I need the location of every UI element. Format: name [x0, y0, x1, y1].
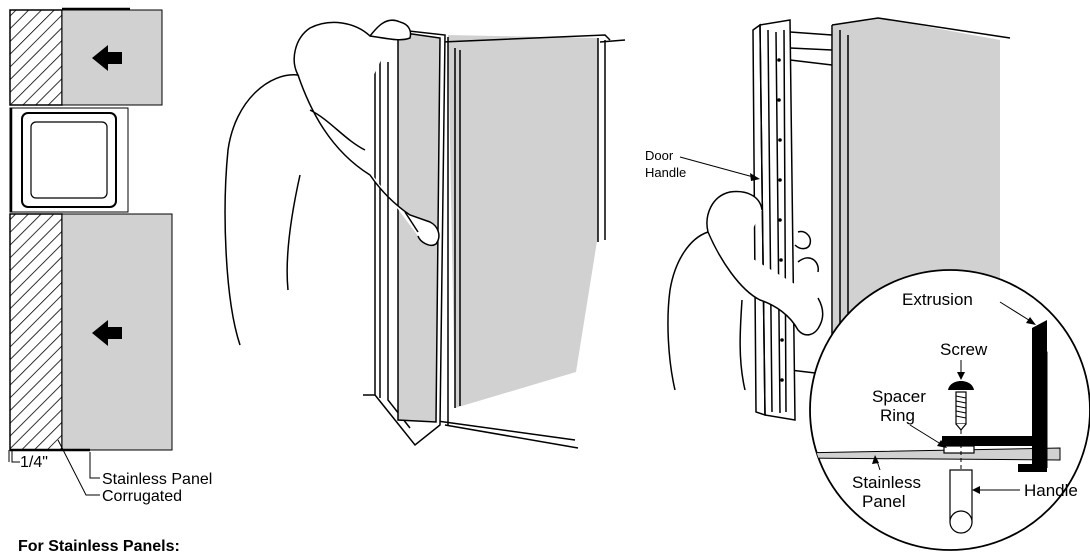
label-screw: Screw: [940, 340, 988, 359]
label-stainless: Stainless: [852, 473, 921, 492]
label-door: Door: [645, 148, 674, 163]
caption-heading: For Stainless Panels:: [18, 538, 180, 555]
person-silhouette: [224, 19, 440, 346]
label-extrusion: Extrusion: [902, 290, 973, 309]
detail-magnifier: [809, 269, 1090, 551]
label-ring: Ring: [880, 406, 915, 425]
screw-icon: [948, 381, 974, 431]
door-removal-illustration: [224, 19, 626, 449]
label-handle-detail: Handle: [1024, 481, 1078, 500]
corrugated-hatch-bottom: [9, 213, 63, 451]
arrow-left-icon: [92, 320, 122, 346]
panel-cross-section: 1/4" Stainless Panel Corrugated: [8, 7, 212, 505]
label-quarter-inch: 1/4": [20, 454, 48, 471]
extrusion-flange: [942, 436, 1034, 446]
handle-rod: [949, 469, 973, 534]
label-corrugated: Corrugated: [102, 488, 182, 505]
label-panel: Panel: [862, 492, 905, 511]
cabinet-panel: [448, 35, 598, 408]
label-spacer: Spacer: [872, 387, 926, 406]
corrugated-hatch-top: [9, 9, 63, 106]
arrow-left-icon: [92, 45, 122, 71]
extrusion-bracket: [1018, 320, 1047, 472]
label-handle: Handle: [645, 165, 686, 180]
arrow-head: [750, 173, 760, 181]
label-stainless-panel: Stainless Panel: [102, 471, 212, 488]
spacer-ring: [943, 445, 975, 454]
person-silhouette-right: [667, 190, 824, 391]
